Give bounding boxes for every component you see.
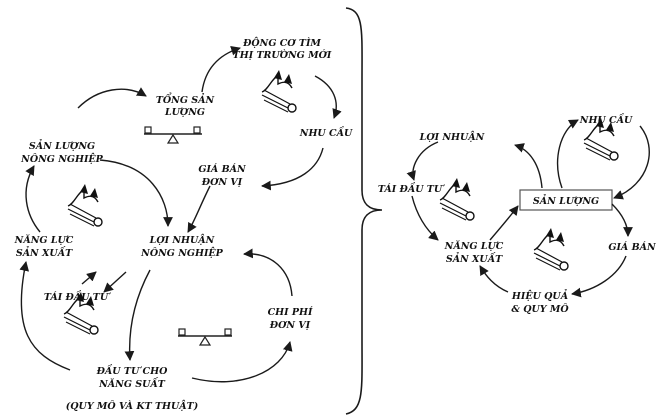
label-nhu-cau: NHU CẦU [579, 113, 633, 126]
right-diagram: LỢI NHUẬN NHU CẦU TÁI ĐẦU TƯ SẢN LƯỢNG N… [378, 113, 656, 315]
arrow-giaban-to-loinhuan [187, 185, 211, 233]
label-san-luong: SẢN LƯỢNG [533, 194, 599, 207]
label-dau-tu-line2: NĂNG SUẤT [98, 377, 166, 390]
arrow-nhucau-to-sanluong [613, 125, 650, 200]
arrow-dongco-to-nhucau [314, 75, 342, 119]
arrow-sanluong-to-loinhuan [99, 159, 173, 227]
label-dong-co-line2: THỊ TRƯỜNG MỚI [233, 48, 332, 61]
curly-brace [345, 7, 383, 415]
label-san-luong-line1: SẢN LƯỢNG [29, 139, 95, 152]
label-tai-dau-tu: TÁI ĐẦU TƯ [44, 290, 111, 303]
arrow-sanluong-to-tong [77, 87, 147, 109]
label-nang-luc-line2: SẢN XUẤT [446, 252, 503, 265]
label-gia-ban: GIÁ BÁN [608, 241, 656, 253]
label-hieu-qua-line1: HIỆU QUẢ [511, 289, 568, 302]
arrow-chiphi-to-loinhuan [243, 248, 293, 297]
arrow-nangluc-to-sanluong [489, 205, 519, 241]
arrow-tong-to-dongco [201, 46, 241, 93]
label-dau-tu-line1: ĐẦU TƯ CHO [96, 364, 168, 377]
snowball-icon [261, 69, 297, 113]
label-nang-luc-line1: NĂNG LỰC [14, 234, 74, 246]
label-nhu-cau: NHU CẦU [299, 126, 353, 139]
label-hieu-qua-line2: & QUY MÔ [511, 303, 569, 315]
label-nang-luc-line2: SẢN XUẤT [16, 246, 73, 259]
label-chi-phi-line2: ĐƠN VỊ [269, 320, 311, 331]
label-nang-luc-line1: NĂNG LỰC [444, 240, 504, 252]
left-diagram: ĐỘNG CƠ TÌM THỊ TRƯỜNG MỚI TỔNG SẢN LƯỢN… [14, 36, 353, 412]
arrow-hieuqua-to-nangluc [479, 265, 509, 293]
label-loi-nhuan-line2: NÔNG NGHIỆP [140, 247, 224, 259]
san-luong-box [519, 189, 613, 211]
balance-icon [178, 328, 232, 346]
snowball-icon [533, 227, 569, 271]
arrow-taidautu-to-nangluc [81, 271, 97, 285]
label-tong-san-line2: LƯỢNG [164, 107, 205, 118]
label-loi-nhuan: LỢI NHUẬN [419, 131, 485, 143]
label-dau-tu-line3: (QUY MÔ VÀ KT THUẬT) [66, 399, 198, 412]
arrow-nangluc-to-sanluong [25, 165, 41, 233]
label-tong-san-line1: TỔNG SẢN [156, 92, 215, 106]
arrow-giaban-to-hieuqua [571, 255, 627, 298]
arrow-taidautu-to-nangluc [411, 195, 439, 241]
snowball-icon [67, 183, 103, 227]
arrow-loinhuan-to-dautu [124, 269, 151, 361]
label-gia-ban-line1: GIÁ BÁN [198, 163, 246, 175]
arrow-dautu-to-nangluc [19, 261, 71, 371]
label-chi-phi-line1: CHI PHÍ [268, 306, 313, 318]
label-gia-ban-line2: ĐƠN VỊ [201, 177, 243, 188]
label-dong-co-line1: ĐỘNG CƠ TÌM [242, 36, 321, 49]
arrow-dautu-to-chiphi [191, 341, 293, 383]
label-loi-nhuan-line1: LỢI NHUẬN [149, 234, 215, 246]
arrow-sanluong-to-nhucau [556, 119, 579, 189]
arrow-loinhuan-to-taidautu [103, 271, 127, 293]
arrow-loinhuan-to-taidautu [406, 141, 439, 181]
arrow-sanluong-to-loinhuan [514, 143, 543, 189]
label-tai-dau-tu: TÁI ĐẦU TƯ [378, 182, 445, 195]
snowball-icon [439, 177, 475, 221]
arrow-nhucau-to-giaban [261, 147, 324, 191]
arrow-sanluong-to-giaban [611, 203, 633, 237]
balance-icon [144, 126, 202, 144]
label-san-luong-line2: NÔNG NGHIỆP [20, 153, 104, 165]
